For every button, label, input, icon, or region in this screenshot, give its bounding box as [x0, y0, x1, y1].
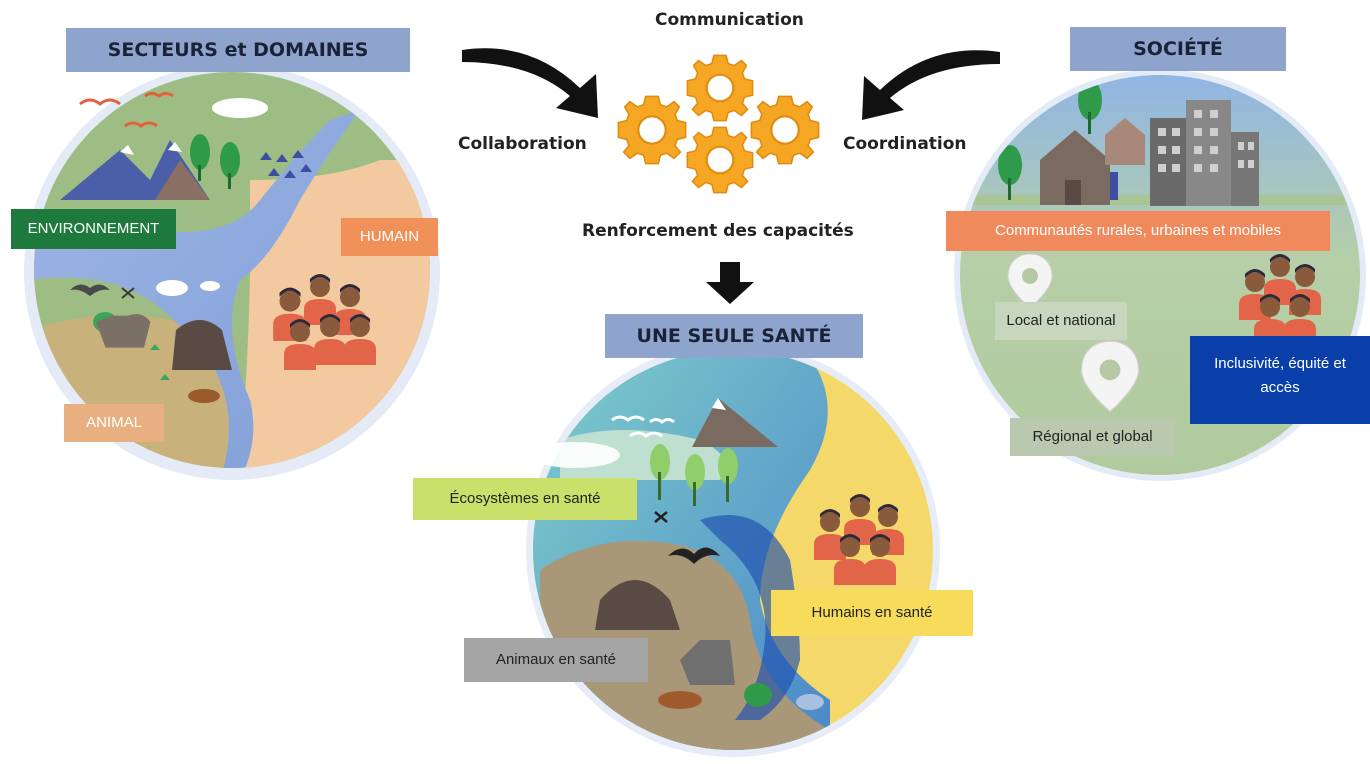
inclusivity-label: Inclusivité, équité et accès	[1190, 336, 1370, 424]
tree-icon	[650, 444, 670, 480]
goat-icon	[680, 640, 735, 685]
one-health-globe	[526, 343, 940, 757]
fish-icon	[156, 280, 188, 296]
curved-arrow-icon	[862, 50, 1000, 120]
animals-health-label: Animaux en santé	[464, 638, 648, 682]
building-icon	[1150, 100, 1259, 206]
communication-label: Communication	[655, 10, 804, 30]
society-title: SOCIÉTÉ	[1070, 27, 1286, 71]
collaboration-label: Collaboration	[458, 134, 587, 154]
animal-label: ANIMAL	[64, 404, 164, 442]
fish-icon	[796, 694, 824, 710]
local-national-label: Local et national	[995, 302, 1127, 340]
down-arrow-icon	[706, 262, 754, 304]
gorilla-icon	[172, 320, 232, 370]
communities-label: Communautés rurales, urbaines et mobiles	[946, 211, 1330, 251]
human-label: HUMAIN	[341, 218, 438, 256]
capacity-building-label: Renforcement des capacités	[582, 221, 854, 241]
goat-icon	[96, 314, 151, 348]
sectors-globe	[24, 64, 440, 480]
mosquito-icon	[654, 511, 668, 523]
bird-icon	[611, 415, 675, 438]
one-health-title: UNE SEULE SANTÉ	[605, 314, 863, 358]
sectors-title: SECTEURS et DOMAINES	[66, 28, 410, 72]
mountain-icon	[692, 398, 778, 447]
ecosystems-label: Écosystèmes en santé	[413, 478, 637, 520]
gorilla-icon	[595, 580, 680, 630]
environment-label: ENVIRONNEMENT	[11, 209, 176, 249]
bat-icon	[70, 284, 110, 296]
dog-icon	[188, 389, 220, 403]
bird-icon	[79, 92, 174, 128]
gear-icon	[617, 54, 820, 194]
dog-icon	[658, 691, 702, 709]
coordination-label: Coordination	[843, 134, 967, 154]
humans-health-label: Humains en santé	[771, 590, 973, 636]
tree-icon	[190, 134, 210, 170]
curved-arrow-icon	[462, 48, 598, 118]
house-icon	[1040, 130, 1110, 205]
bat-icon	[668, 547, 720, 564]
regional-global-label: Régional et global	[1010, 418, 1175, 456]
chicken-icon	[744, 683, 772, 707]
